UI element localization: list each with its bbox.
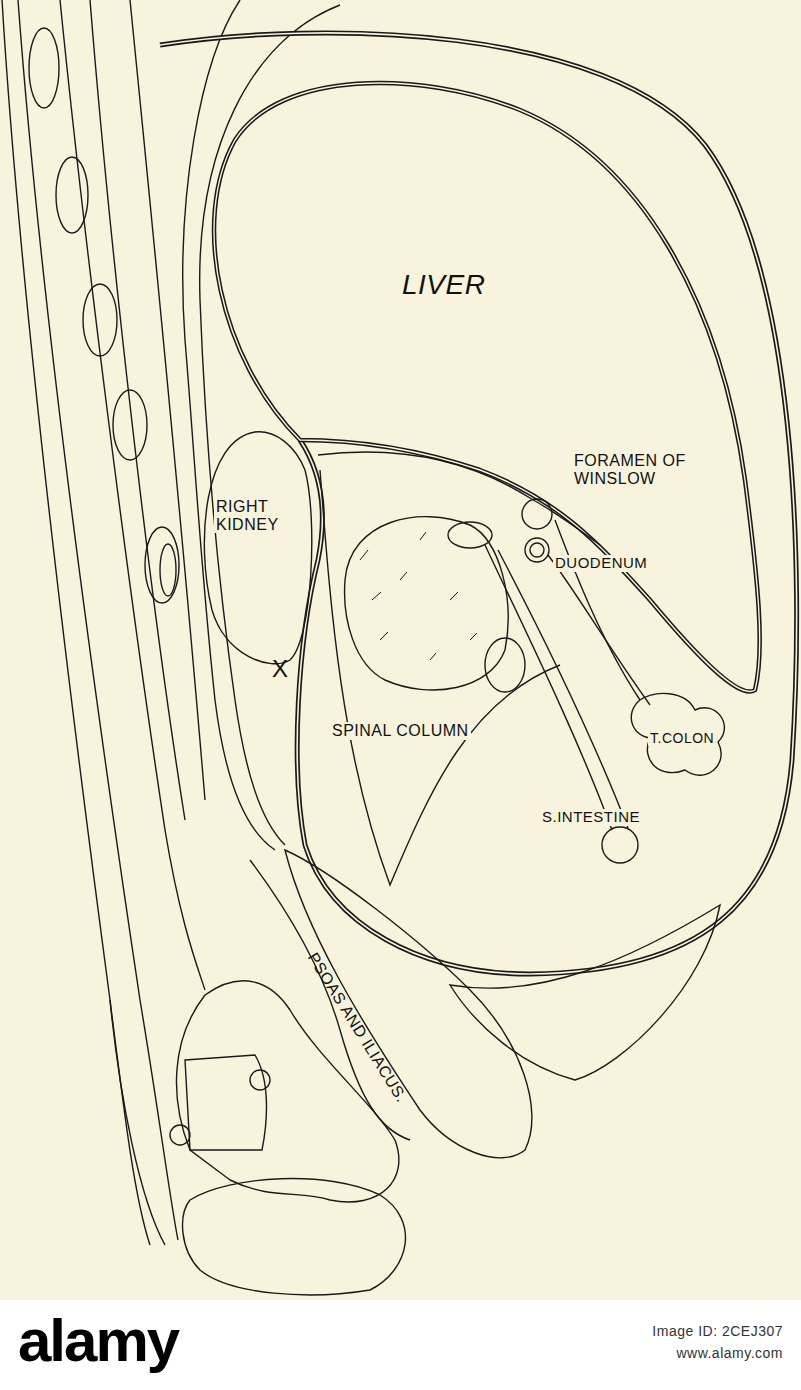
peritoneum — [160, 33, 797, 974]
rib-section — [145, 527, 179, 603]
vessel — [448, 522, 492, 548]
rib-section — [113, 390, 147, 460]
muscle-label-text: PSOAS AND ILIACUS. — [303, 948, 412, 1107]
vertebra — [345, 517, 509, 690]
organ-label: S.INTESTINE — [540, 808, 670, 826]
mesentery — [498, 550, 628, 828]
organ-label-text: T.COLON — [648, 731, 716, 746]
rib-section — [56, 157, 88, 233]
body-wall — [183, 0, 275, 850]
iliac-bone — [450, 905, 720, 1080]
organ-label: SPINAL COLUMN — [330, 722, 490, 740]
watermark-logo: alamy — [16, 1308, 256, 1374]
organ-label: T.COLON — [648, 729, 728, 747]
muscle-label: PSOAS AND ILIACUS. — [303, 948, 414, 1110]
liver-outline — [214, 83, 760, 692]
body-wall — [60, 0, 205, 990]
body-wall — [18, 0, 178, 1240]
organ-label: RIGHT KIDNEY — [214, 498, 300, 534]
intestine-circle — [602, 827, 638, 863]
mesentery — [485, 545, 612, 830]
organ-label-text: FORAMEN OF WINSLOW — [572, 452, 712, 487]
watermark-url-text: www.alamy.com — [674, 1346, 785, 1361]
pelvic-vessel — [170, 1125, 190, 1145]
organ-label-text: DUODENUM — [553, 555, 649, 572]
rib-section — [29, 28, 59, 108]
liver-outline — [214, 83, 760, 692]
body-wall — [90, 0, 185, 820]
organ-label-text: S.INTESTINE — [540, 809, 642, 826]
pelvic-bone — [185, 1055, 266, 1150]
mesocolon-line — [548, 555, 650, 705]
kidney-outline — [204, 432, 311, 664]
marker-symbol-text: X — [270, 656, 291, 682]
foramen-circle — [522, 499, 552, 529]
watermark-id: Image ID: 2CEJ307 — [560, 1322, 785, 1340]
body-wall — [110, 1000, 165, 1245]
rib-section — [160, 544, 176, 596]
organ-label-text: LIVER — [400, 270, 487, 301]
organ-label-text: SPINAL COLUMN — [330, 722, 471, 740]
peritoneum — [160, 33, 797, 974]
organ-label: DUODENUM — [553, 554, 673, 572]
pelvic-bone — [183, 1179, 406, 1295]
body-wall — [2, 0, 150, 1245]
organ-label-text: RIGHT KIDNEY — [214, 498, 300, 533]
watermark-id-text: Image ID: 2CEJ307 — [650, 1324, 785, 1339]
pelvic-vessel — [250, 1070, 270, 1090]
organ-label: FORAMEN OF WINSLOW — [572, 452, 712, 488]
psoas-muscle — [285, 850, 532, 1158]
marker-symbol: X — [270, 656, 300, 682]
pelvic-bone — [176, 981, 398, 1202]
omentum-line — [320, 470, 560, 885]
watermark-logo-text: alamy — [16, 1308, 180, 1374]
rib-section — [83, 284, 117, 356]
omentum-line — [318, 452, 600, 545]
vessel — [485, 638, 525, 692]
duodenum-circle — [530, 543, 544, 557]
duodenum-circle — [525, 538, 549, 562]
hatching — [360, 532, 477, 660]
body-wall — [200, 5, 340, 845]
organ-label: LIVER — [400, 270, 520, 301]
watermark-band — [0, 1300, 801, 1390]
colon — [631, 693, 724, 775]
watermark-url: www.alamy.com — [560, 1344, 785, 1362]
